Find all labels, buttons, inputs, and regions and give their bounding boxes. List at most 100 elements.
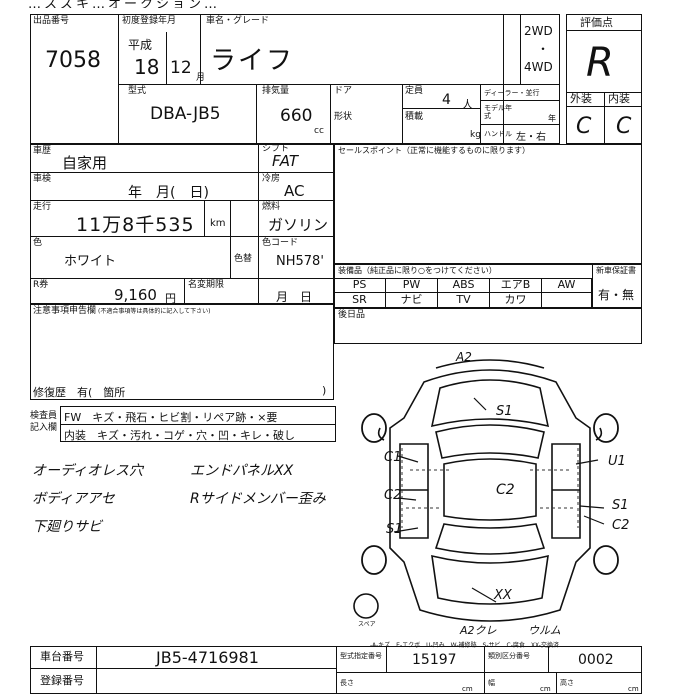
spare-label: スペア xyxy=(358,621,376,628)
equipment-item: ナビ xyxy=(386,293,438,308)
handle-value: 左・右 xyxy=(516,132,546,143)
type-spec-label: 型式指定番号 xyxy=(340,652,382,660)
capacity-label: 定員 xyxy=(405,86,424,96)
color-value: ホワイト xyxy=(64,254,117,269)
displacement: 660 xyxy=(280,106,313,126)
capacity: 4 xyxy=(442,92,451,108)
mileage-value: 11万8千535 xyxy=(76,214,195,236)
mark-c2-right: C2 xyxy=(612,518,630,533)
handle-label: ハンドル xyxy=(484,130,512,138)
kg-unit: kg xyxy=(470,130,481,140)
score-value: R xyxy=(586,40,614,86)
color-code: NH578' xyxy=(276,254,324,269)
exterior-grade: C xyxy=(576,114,592,139)
model-year-unit: 年 xyxy=(548,114,556,123)
model-year-label: モデル年式 xyxy=(484,104,512,120)
mark-c1-left: C1 xyxy=(384,450,402,465)
sales-point-box xyxy=(334,144,642,264)
shape-label: 形状 xyxy=(334,112,353,122)
equipment-item: ABS xyxy=(438,278,490,293)
reg-month: 12 xyxy=(170,58,192,78)
cc-unit: cc xyxy=(314,126,324,136)
equipment-item: PW xyxy=(386,278,438,293)
equipment-item: カワ xyxy=(490,293,542,308)
car-name-label: 車名・グレード xyxy=(206,16,270,26)
interior-label: 内装 xyxy=(608,92,630,105)
mark-a2-front: A2 xyxy=(456,350,472,364)
mark-c2-left: C2 xyxy=(384,488,402,503)
recycle-amount: 9,160 xyxy=(114,286,157,304)
lot-label: 出品番号 xyxy=(33,16,70,26)
sales-point-label: セールスポイント（正常に機能するものに限ります） xyxy=(338,146,530,155)
hand-note-under: 下廻りサビ xyxy=(32,519,102,535)
km-unit: km xyxy=(210,218,226,229)
new-car-warranty-value: 有・無 xyxy=(598,288,635,302)
registration-label: 登録番号 xyxy=(40,674,84,687)
repair-close: ) xyxy=(322,384,327,397)
displacement-label: 排気量 xyxy=(262,86,290,96)
equipment-item: TV xyxy=(438,293,490,308)
inspector-label: 検査員記入欄 xyxy=(30,411,58,433)
top-strip-text: …スズキ…オークション… xyxy=(28,0,221,8)
model-label: 型式 xyxy=(128,86,147,96)
era-label: 平成 xyxy=(128,38,153,52)
equipment-item: エアB xyxy=(490,278,542,293)
type-spec-value: 15197 xyxy=(412,652,457,668)
inspection-cat-label: 車歴 xyxy=(33,146,52,156)
shift-label: シフト xyxy=(262,144,290,154)
equipment-item xyxy=(542,293,592,308)
equipment-item: AW xyxy=(542,278,592,293)
shaken-label: 車検 xyxy=(33,174,52,184)
color-label: 色 xyxy=(33,238,43,248)
equipment-item: SR xyxy=(334,293,386,308)
mark-u-rear: ウルム xyxy=(528,624,561,637)
drive-dot: ・ xyxy=(537,42,550,56)
height-cm: cm xyxy=(628,685,639,693)
name-change-value: 月 日 xyxy=(276,290,313,304)
month-unit: 月 xyxy=(196,73,206,83)
mark-c2-roof: C2 xyxy=(496,482,515,498)
mark-xx-rear: XX xyxy=(494,588,512,603)
recycle-label: R券 xyxy=(33,280,49,290)
info-left xyxy=(30,144,334,304)
after-item-label: 後日品 xyxy=(338,310,366,320)
exterior-label: 外装 xyxy=(570,92,592,105)
width-label: 幅 xyxy=(488,679,495,687)
color-change-label: 色替 xyxy=(234,254,253,264)
width-cm: cm xyxy=(540,685,551,693)
color-code-label: 色コード xyxy=(262,238,299,248)
class-value: 0002 xyxy=(578,652,614,668)
damage-legend: -A-キズ E-エクボ U-凹み W-補修跡 S-サビ C-腐食 XX-交換済 xyxy=(370,642,559,649)
height-label: 高さ xyxy=(560,679,574,687)
drive-4wd: 4WD xyxy=(524,60,553,74)
new-car-warranty-label: 新車保証書 xyxy=(596,266,636,275)
notes-sub: (不適合事項等は具体的に記入して下さい) xyxy=(98,308,211,315)
score-label: 評価点 xyxy=(580,16,613,29)
hand-note-sidemember: Rサイドメンバー歪み xyxy=(190,491,326,507)
class-label: 類別区分番号 xyxy=(488,652,530,660)
fuel-value: ガソリン xyxy=(268,216,329,234)
ac-label: 冷房 xyxy=(262,174,281,184)
first-reg-label: 初度登録年月 xyxy=(122,16,177,26)
chassis-number: JB5-4716981 xyxy=(156,648,259,667)
mark-s1-left: S1 xyxy=(386,522,403,537)
header-block xyxy=(30,14,504,144)
yen-unit: 円 xyxy=(165,292,176,305)
inspector-line1: FW キズ・飛石・ヒビ割・リペア跡・×要 xyxy=(64,411,278,424)
equipment-item: PS xyxy=(334,278,386,293)
spare-tire-icon xyxy=(353,593,379,619)
lot-number: 7058 xyxy=(45,48,101,73)
shaken-value: 年 月( 日) xyxy=(128,185,209,201)
ac-value: AC xyxy=(284,182,305,200)
inspector-line2: 内装 キズ・汚れ・コゲ・穴・凹・キレ・破し xyxy=(64,429,295,442)
mark-a2-rear: A2クレ xyxy=(460,624,497,637)
door-label: ドア xyxy=(334,86,353,96)
car-damage-diagram xyxy=(353,359,619,622)
interior-grade: C xyxy=(616,114,632,139)
inspection-cat: 自家用 xyxy=(62,154,108,172)
fuel-label: 燃料 xyxy=(262,202,281,212)
chassis-label: 車台番号 xyxy=(40,650,84,663)
length-label: 長さ xyxy=(340,679,354,687)
equipment-label: 装備品（純正品に限り○をつけてください） xyxy=(338,266,497,275)
top-strip: …スズキ…オークション… xyxy=(28,0,468,8)
